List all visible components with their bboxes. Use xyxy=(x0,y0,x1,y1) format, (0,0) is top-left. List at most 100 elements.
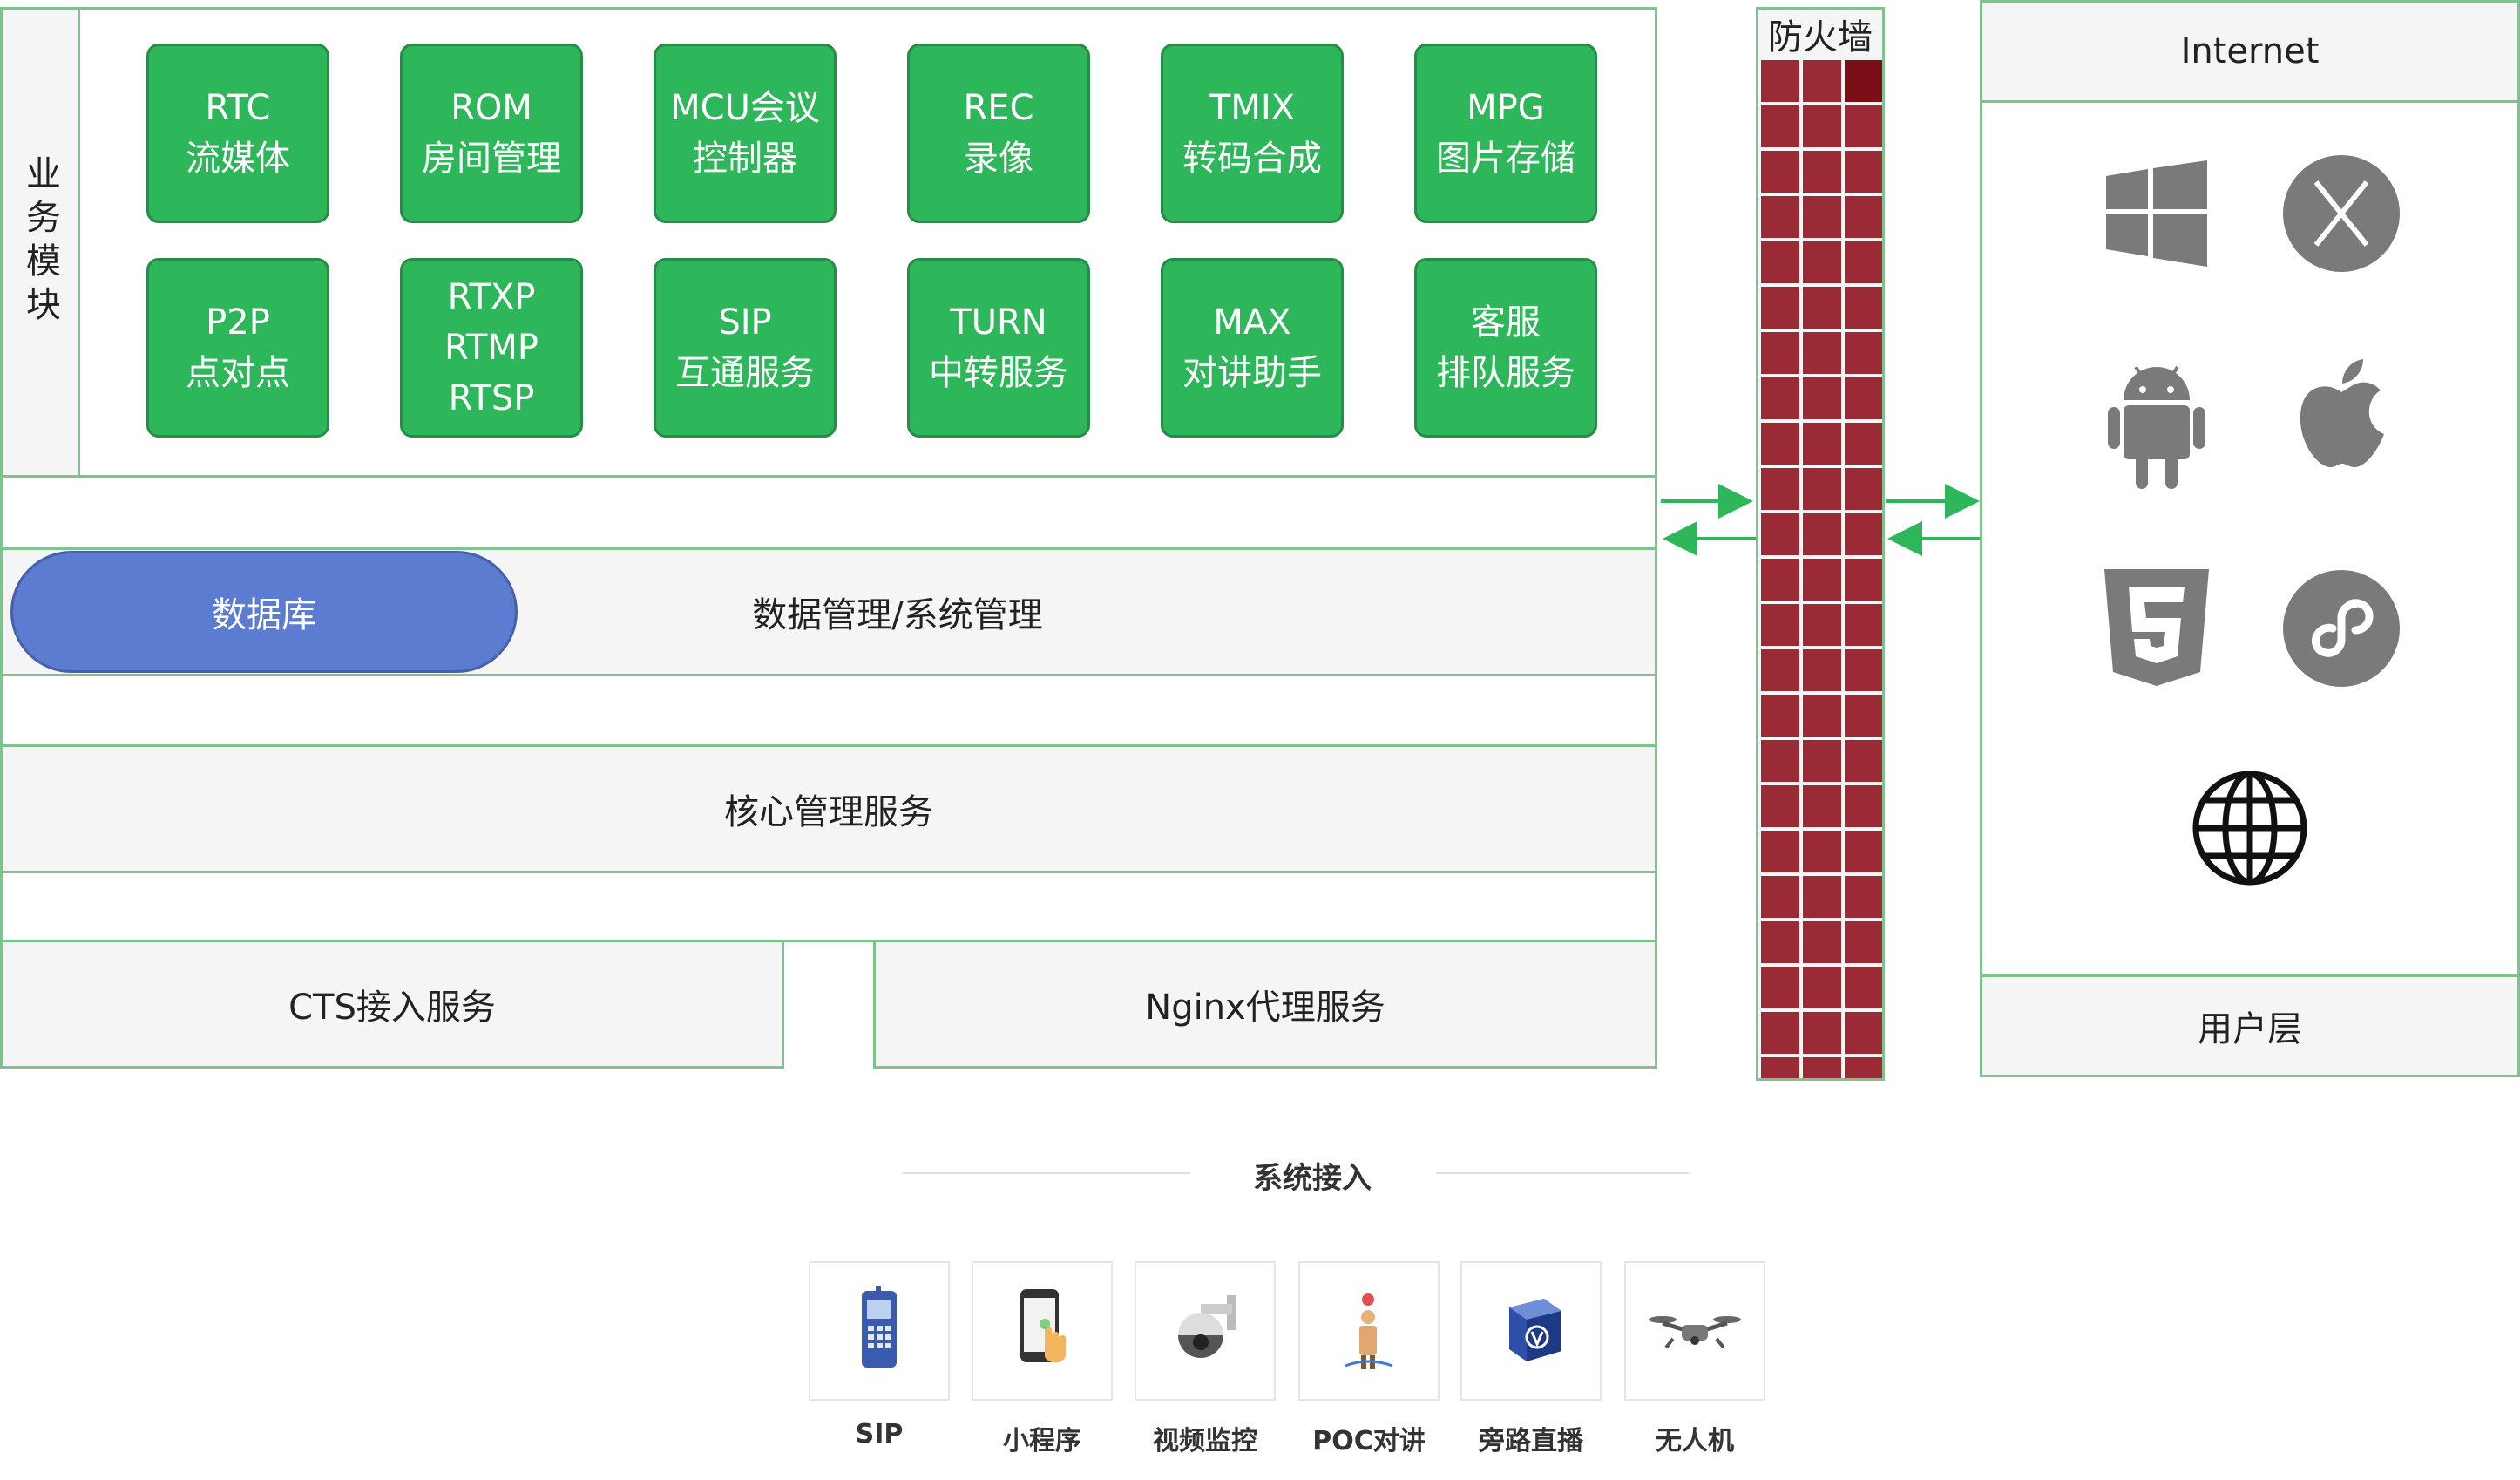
access-label: 小程序 xyxy=(1003,1426,1081,1456)
firewall-brick xyxy=(1761,196,1799,238)
firewall-brick xyxy=(1803,967,1841,1008)
module-line: 客服 xyxy=(1471,302,1541,343)
firewall-brick xyxy=(1803,740,1841,782)
access-label: POC对讲 xyxy=(1312,1426,1426,1456)
module-line: 房间管理 xyxy=(422,139,561,179)
business-modules-side-label-box: 业务模块 xyxy=(0,7,80,478)
nginx-proxy-label: Nginx代理服务 xyxy=(1145,988,1385,1028)
module-line: 录像 xyxy=(964,139,1033,179)
firewall-brick xyxy=(1803,468,1841,510)
html5-icon xyxy=(2100,567,2213,689)
firewall-brick xyxy=(1845,105,1882,147)
firewall-brick xyxy=(1845,876,1882,918)
firewall-brick xyxy=(1803,196,1841,238)
macos-x-icon xyxy=(2283,155,2400,272)
firewall-brick xyxy=(1845,921,1882,963)
sip-phone-icon xyxy=(853,1286,905,1376)
firewall: 防火墙 xyxy=(1756,7,1885,1081)
core-management-row: 核心管理服务 xyxy=(0,744,1657,873)
firewall-brick xyxy=(1845,831,1882,872)
database-label: 数据库 xyxy=(212,595,316,635)
module-card: P2P 点对点 xyxy=(146,258,329,438)
access-divider-left xyxy=(903,1172,1190,1174)
database-pill: 数据库 xyxy=(10,551,518,673)
firewall-brick xyxy=(1761,921,1799,963)
spacer-row-3 xyxy=(0,871,1657,942)
module-line: 流媒体 xyxy=(186,139,290,179)
firewall-brick xyxy=(1803,151,1841,193)
module-line: 点对点 xyxy=(186,353,290,393)
firewall-brick xyxy=(1761,649,1799,691)
internet-label: Internet xyxy=(2180,31,2320,71)
firewall-brick xyxy=(1803,649,1841,691)
globe-icon xyxy=(2189,767,2311,889)
module-line: REC xyxy=(963,88,1034,128)
module-line: 对讲助手 xyxy=(1182,353,1322,393)
module-line: MPG xyxy=(1467,88,1545,128)
firewall-brick xyxy=(1761,785,1799,827)
firewall-brick xyxy=(1845,967,1882,1008)
firewall-brick xyxy=(1761,695,1799,737)
firewall-brick xyxy=(1803,921,1841,963)
firewall-brick xyxy=(1845,468,1882,510)
module-line: P2P xyxy=(206,302,270,343)
firewall-brick xyxy=(1761,377,1799,419)
firewall-brick xyxy=(1803,105,1841,147)
firewall-brick xyxy=(1761,287,1799,329)
windows-icon xyxy=(2100,157,2213,270)
module-line: 互通服务 xyxy=(675,353,815,393)
firewall-brick xyxy=(1845,423,1882,465)
firewall-brick xyxy=(1761,604,1799,646)
bypass-live-icon xyxy=(1492,1290,1570,1372)
access-card xyxy=(809,1261,950,1401)
firewall-brick xyxy=(1845,604,1882,646)
module-card: 客服排队服务 xyxy=(1414,258,1597,438)
mini-program-icon xyxy=(2283,570,2400,687)
firewall-brick xyxy=(1803,377,1841,419)
firewall-brick xyxy=(1761,332,1799,374)
drone-icon xyxy=(1647,1299,1743,1363)
module-card: MCU会议控制器 xyxy=(654,44,837,223)
module-card: RTC 流媒体 xyxy=(146,44,329,223)
firewall-brick xyxy=(1803,1057,1841,1078)
firewall-brick xyxy=(1803,513,1841,555)
module-line: MCU会议 xyxy=(670,88,820,128)
firewall-brick xyxy=(1845,287,1882,329)
firewall-brick xyxy=(1845,332,1882,374)
data-management-label: 数据管理/系统管理 xyxy=(752,595,1043,635)
nginx-proxy-box: Nginx代理服务 xyxy=(873,940,1657,1069)
firewall-brick xyxy=(1761,559,1799,601)
firewall-brick xyxy=(1803,423,1841,465)
firewall-brick xyxy=(1803,559,1841,601)
firewall-brick xyxy=(1761,967,1799,1008)
access-card xyxy=(1460,1261,1602,1401)
firewall-brick xyxy=(1803,60,1841,102)
module-line: 控制器 xyxy=(693,139,797,179)
firewall-brick xyxy=(1845,785,1882,827)
user-layer-label: 用户层 xyxy=(2198,1009,2302,1049)
module-line: RTC xyxy=(205,88,271,128)
firewall-label: 防火墙 xyxy=(1768,17,1873,58)
access-card xyxy=(1135,1261,1276,1401)
mobile-touch-icon xyxy=(1012,1286,1073,1376)
firewall-brick xyxy=(1761,151,1799,193)
firewall-brick xyxy=(1845,151,1882,193)
firewall-brick xyxy=(1803,785,1841,827)
firewall-brick xyxy=(1845,241,1882,283)
firewall-brick xyxy=(1761,1012,1799,1054)
firewall-brick xyxy=(1761,740,1799,782)
module-line: 转码合成 xyxy=(1182,139,1322,179)
module-line: RTXP xyxy=(447,277,536,317)
internet-header: Internet xyxy=(1980,0,2520,103)
access-label: 无人机 xyxy=(1656,1426,1734,1456)
module-line: MAX xyxy=(1213,302,1291,343)
access-divider-right xyxy=(1436,1172,1689,1174)
firewall-brick xyxy=(1845,1057,1882,1078)
firewall-brick xyxy=(1803,695,1841,737)
access-card xyxy=(972,1261,1113,1401)
